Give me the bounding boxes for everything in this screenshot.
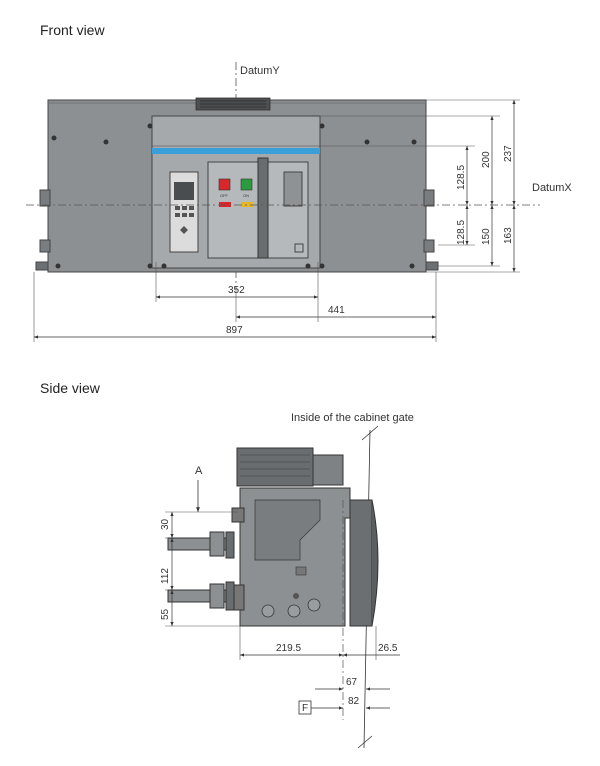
- dim-112: 112: [160, 568, 171, 584]
- datum-x-label: DatumX: [532, 182, 572, 194]
- left-flange: [39, 189, 51, 207]
- f-label-box: [298, 700, 312, 715]
- side-top-block: [236, 447, 314, 487]
- on-label: ON: [243, 193, 249, 198]
- blue-strip: [152, 148, 320, 154]
- dim-237: 237: [503, 145, 514, 162]
- dim-128-5-bottom: 128.5: [456, 220, 467, 245]
- side-view-title: Side view: [40, 380, 100, 396]
- f-label: F: [302, 703, 308, 714]
- dim-441: 441: [328, 305, 345, 316]
- datum-y-label: DatumY: [240, 65, 280, 77]
- off-button: [218, 178, 231, 191]
- handle: [257, 157, 269, 259]
- dim-67: 67: [346, 677, 358, 688]
- dim-219-5: 219.5: [276, 643, 301, 654]
- dim-200: 200: [481, 151, 492, 168]
- dim-26-5: 26.5: [378, 643, 398, 654]
- status-indicator-yellow: [241, 202, 253, 207]
- cabinet-gate-label: Inside of the cabinet gate: [291, 412, 414, 424]
- housing-screws: [51, 123, 417, 269]
- on-button: [240, 178, 253, 191]
- dim-897: 897: [226, 325, 243, 336]
- dim-128-5-top: 128.5: [456, 165, 467, 190]
- side-view-drawing: Inside of the cabinet gate A: [160, 412, 414, 749]
- dim-30: 30: [160, 518, 171, 530]
- dim-163: 163: [503, 227, 514, 244]
- arrow-a-label: A: [195, 465, 203, 477]
- off-label: OFF: [220, 193, 229, 198]
- dim-55: 55: [160, 608, 171, 620]
- front-view-title: Front view: [40, 22, 105, 38]
- dim-150: 150: [481, 228, 492, 245]
- right-flange: [423, 189, 435, 207]
- status-indicator-red: [219, 202, 231, 207]
- dim-82: 82: [348, 696, 360, 707]
- dim-352: 352: [228, 285, 245, 296]
- front-view-drawing: DatumY OFF: [26, 62, 572, 342]
